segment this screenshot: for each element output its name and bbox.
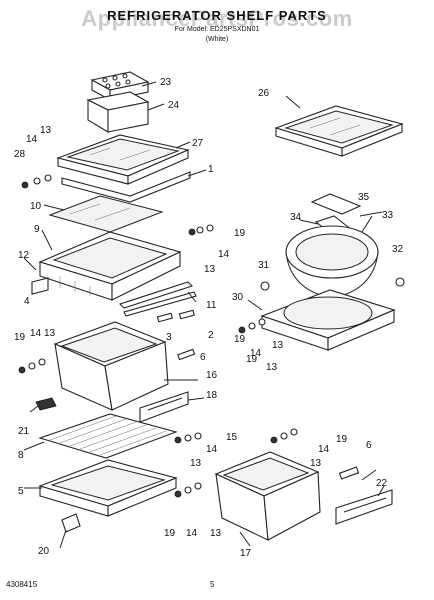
callout-35: 35: [358, 192, 370, 203]
part-6-slide-cap: [177, 348, 196, 361]
callout-32: 32: [392, 244, 404, 255]
callout-4: 4: [24, 296, 30, 307]
part-20-clip: [61, 513, 81, 533]
part-6-slide-cap-right: [338, 466, 360, 480]
callout-19: 19: [14, 332, 26, 343]
color-note: (White): [205, 36, 229, 43]
callout-20: 20: [38, 546, 50, 557]
callout-13: 13: [40, 125, 52, 136]
callout-12: 12: [18, 250, 30, 261]
callout-18: 18: [206, 390, 218, 401]
watermark: AppliancePartsPros.com: [81, 6, 353, 31]
callout-13: 13: [266, 362, 278, 373]
callout-23: 23: [160, 77, 172, 88]
part-12-side-rail: [31, 277, 49, 295]
callout-17: 17: [240, 548, 252, 559]
document-number: 4308415: [6, 580, 38, 589]
callout-22: 22: [376, 478, 388, 489]
callout-9: 9: [34, 224, 40, 235]
part-10-glass-panel: [48, 195, 164, 233]
callout-5: 5: [18, 486, 24, 497]
callout-19: 19: [234, 334, 246, 345]
callout-33: 33: [382, 210, 394, 221]
callout-14: 14: [318, 444, 330, 455]
callout-15: 15: [226, 432, 238, 443]
callout-13: 13: [44, 328, 56, 339]
callout-14: 14: [218, 249, 230, 260]
callout-13: 13: [190, 458, 202, 469]
callout-6: 6: [366, 440, 372, 451]
hardware-screws: [18, 174, 298, 498]
callout-19: 19: [336, 434, 348, 445]
callout-6: 6: [200, 352, 206, 363]
callout-34: 34: [290, 212, 302, 223]
callout-10: 10: [30, 201, 42, 212]
part-11-slide-rail: [118, 281, 197, 317]
callout-1: 1: [208, 164, 214, 175]
part-27-glass-shelf: [56, 134, 190, 185]
callout-14: 14: [26, 134, 38, 145]
part-8-wire-shelf: [38, 413, 178, 459]
part-33-round-bin: [285, 225, 379, 299]
callout-13: 13: [310, 458, 322, 469]
part-35-handle: [310, 193, 362, 215]
callout-16: 16: [206, 370, 218, 381]
callout-14: 14: [206, 444, 218, 455]
page-number: 5: [210, 580, 215, 589]
callout-19: 19: [246, 354, 258, 365]
leader-lines: [23, 81, 385, 549]
callout-13: 13: [272, 340, 284, 351]
page-title: REFRIGERATOR SHELF PARTS: [107, 8, 327, 23]
part-3-clip: [156, 312, 173, 323]
callout-labels: 23 24 13 14 28 27 1 10 9 19 14 13 12 4 1…: [14, 77, 404, 559]
callout-11: 11: [206, 300, 217, 311]
callout-14: 14: [186, 528, 198, 539]
part-18-drawer-front: [139, 391, 189, 423]
part-16-crisper-drawer: [53, 321, 169, 411]
callout-13: 13: [210, 528, 222, 539]
callout-31: 31: [258, 260, 270, 271]
model-subtitle: For Model: ED25PSXDN01: [174, 26, 260, 33]
callout-19: 19: [234, 228, 246, 239]
callout-27: 27: [192, 138, 204, 149]
callout-30: 30: [232, 292, 244, 303]
callout-21: 21: [18, 426, 30, 437]
callout-28: 28: [14, 149, 26, 160]
part-24-covered-bin: [86, 91, 150, 133]
part-9-crisper-cover: [38, 231, 182, 301]
callout-14: 14: [30, 328, 42, 339]
part-30-base-frame: [260, 289, 396, 351]
part-17-lower-drawer: [214, 451, 321, 541]
part-26-glass-shelf: [274, 105, 404, 157]
callout-13: 13: [204, 264, 216, 275]
callout-14: 14: [250, 348, 262, 359]
part-32-bumper: [395, 277, 405, 287]
part-22-drawer-front: [335, 489, 393, 525]
part-2-clip: [178, 309, 195, 320]
callout-26: 26: [258, 88, 270, 99]
part-21-drawer-trim: [35, 397, 57, 411]
part-1-shelf-rail: [61, 171, 191, 203]
part-5-lower-frame: [38, 459, 178, 517]
callout-24: 24: [168, 100, 180, 111]
part-31-bumper: [260, 281, 270, 291]
callout-8: 8: [18, 450, 24, 461]
callout-19: 19: [164, 528, 176, 539]
callout-3: 3: [166, 332, 172, 343]
callout-2: 2: [208, 330, 214, 341]
